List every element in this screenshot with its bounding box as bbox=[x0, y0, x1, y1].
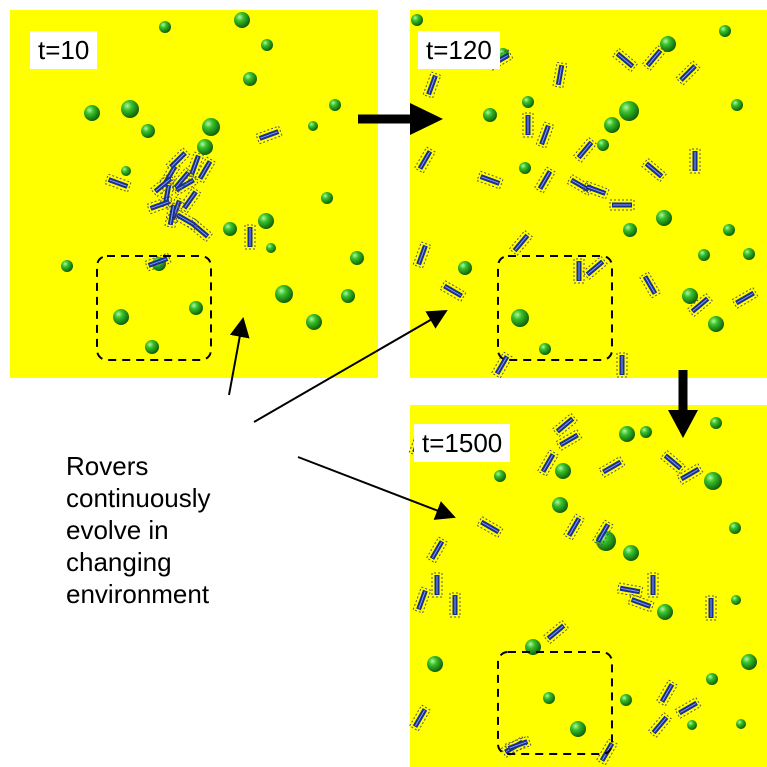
resource-sphere-icon bbox=[223, 222, 237, 236]
resource-sphere-icon bbox=[61, 260, 73, 272]
rover-icon bbox=[647, 572, 659, 598]
pointer-arrow-t10 bbox=[228, 317, 250, 396]
resource-sphere-icon bbox=[657, 604, 673, 620]
resource-sphere-icon bbox=[243, 72, 257, 86]
resource-sphere-icon bbox=[729, 522, 741, 534]
resource-sphere-icon bbox=[258, 213, 274, 229]
rover-icon bbox=[244, 224, 256, 250]
resource-sphere-icon bbox=[145, 340, 159, 354]
rover-icon bbox=[573, 258, 585, 284]
caption: Rovers continuously evolve in changing e… bbox=[66, 451, 211, 609]
rover-icon bbox=[449, 592, 461, 618]
resource-sphere-icon bbox=[202, 118, 220, 136]
resource-sphere-icon bbox=[458, 261, 472, 275]
rover-icon bbox=[165, 147, 191, 173]
rover-icon bbox=[689, 148, 701, 174]
resource-sphere-icon bbox=[306, 314, 322, 330]
resource-sphere-icon bbox=[113, 309, 129, 325]
resource-sphere-icon bbox=[483, 108, 497, 122]
resource-sphere-icon bbox=[687, 720, 697, 730]
panel-label-t120: t=120 bbox=[418, 31, 500, 69]
resource-sphere-icon bbox=[570, 721, 586, 737]
resource-sphere-icon bbox=[706, 673, 718, 685]
resource-sphere-icon bbox=[84, 105, 100, 121]
resource-sphere-icon bbox=[159, 21, 171, 33]
resource-sphere-icon bbox=[141, 124, 155, 138]
resource-sphere-icon bbox=[619, 426, 635, 442]
rover-icon bbox=[616, 352, 628, 378]
resource-sphere-icon bbox=[731, 595, 741, 605]
pointer-arrow-t120 bbox=[253, 309, 448, 423]
resource-sphere-icon bbox=[723, 224, 735, 236]
rover-icon bbox=[609, 199, 635, 211]
resource-sphere-icon bbox=[539, 343, 551, 355]
region-outline-t120 bbox=[497, 255, 613, 361]
resource-sphere-icon bbox=[719, 25, 731, 37]
resource-sphere-icon bbox=[708, 316, 724, 332]
rover-icon bbox=[431, 572, 443, 598]
resource-sphere-icon bbox=[656, 210, 672, 226]
resource-sphere-icon bbox=[743, 248, 755, 260]
resource-sphere-icon bbox=[427, 656, 443, 672]
rover-icon bbox=[705, 595, 717, 621]
resource-sphere-icon bbox=[623, 545, 639, 561]
resource-sphere-icon bbox=[197, 139, 213, 155]
resource-sphere-icon bbox=[234, 12, 250, 28]
resource-sphere-icon bbox=[552, 497, 568, 513]
resource-sphere-icon bbox=[698, 249, 710, 261]
resource-sphere-icon bbox=[411, 14, 423, 26]
arrow-down bbox=[668, 370, 698, 438]
resource-sphere-icon bbox=[266, 243, 276, 253]
resource-sphere-icon bbox=[597, 139, 609, 151]
resource-sphere-icon bbox=[623, 223, 637, 237]
resource-sphere-icon bbox=[329, 99, 341, 111]
resource-sphere-icon bbox=[308, 121, 318, 131]
resource-sphere-icon bbox=[121, 166, 131, 176]
resource-sphere-icon bbox=[189, 301, 203, 315]
resource-sphere-icon bbox=[555, 463, 571, 479]
resource-sphere-icon bbox=[736, 719, 746, 729]
panel-label-t1500: t=1500 bbox=[414, 424, 511, 462]
resource-sphere-icon bbox=[321, 192, 333, 204]
resource-sphere-icon bbox=[522, 96, 534, 108]
resource-sphere-icon bbox=[682, 288, 698, 304]
resource-sphere-icon bbox=[261, 39, 273, 51]
resource-sphere-icon bbox=[704, 472, 722, 490]
panel-t1500 bbox=[410, 405, 767, 767]
resource-sphere-icon bbox=[731, 99, 743, 111]
resource-sphere-icon bbox=[494, 470, 506, 482]
resource-sphere-icon bbox=[543, 692, 555, 704]
resource-sphere-icon bbox=[640, 426, 652, 438]
resource-sphere-icon bbox=[121, 100, 139, 118]
resource-sphere-icon bbox=[741, 654, 757, 670]
region-outline-t1500 bbox=[497, 651, 613, 755]
resource-sphere-icon bbox=[519, 162, 531, 174]
resource-sphere-icon bbox=[710, 417, 722, 429]
resource-sphere-icon bbox=[511, 309, 529, 327]
resource-sphere-icon bbox=[341, 289, 355, 303]
resource-sphere-icon bbox=[619, 101, 639, 121]
rover-icon bbox=[522, 112, 534, 138]
resource-sphere-icon bbox=[660, 36, 676, 52]
resource-sphere-icon bbox=[604, 117, 620, 133]
resource-sphere-icon bbox=[275, 285, 293, 303]
resource-sphere-icon bbox=[620, 694, 632, 706]
resource-sphere-icon bbox=[350, 251, 364, 265]
region-outline-t10 bbox=[96, 255, 212, 361]
pointer-arrow-t1500 bbox=[297, 456, 456, 520]
panel-label-t10: t=10 bbox=[30, 31, 98, 69]
arrow-right bbox=[358, 103, 443, 135]
